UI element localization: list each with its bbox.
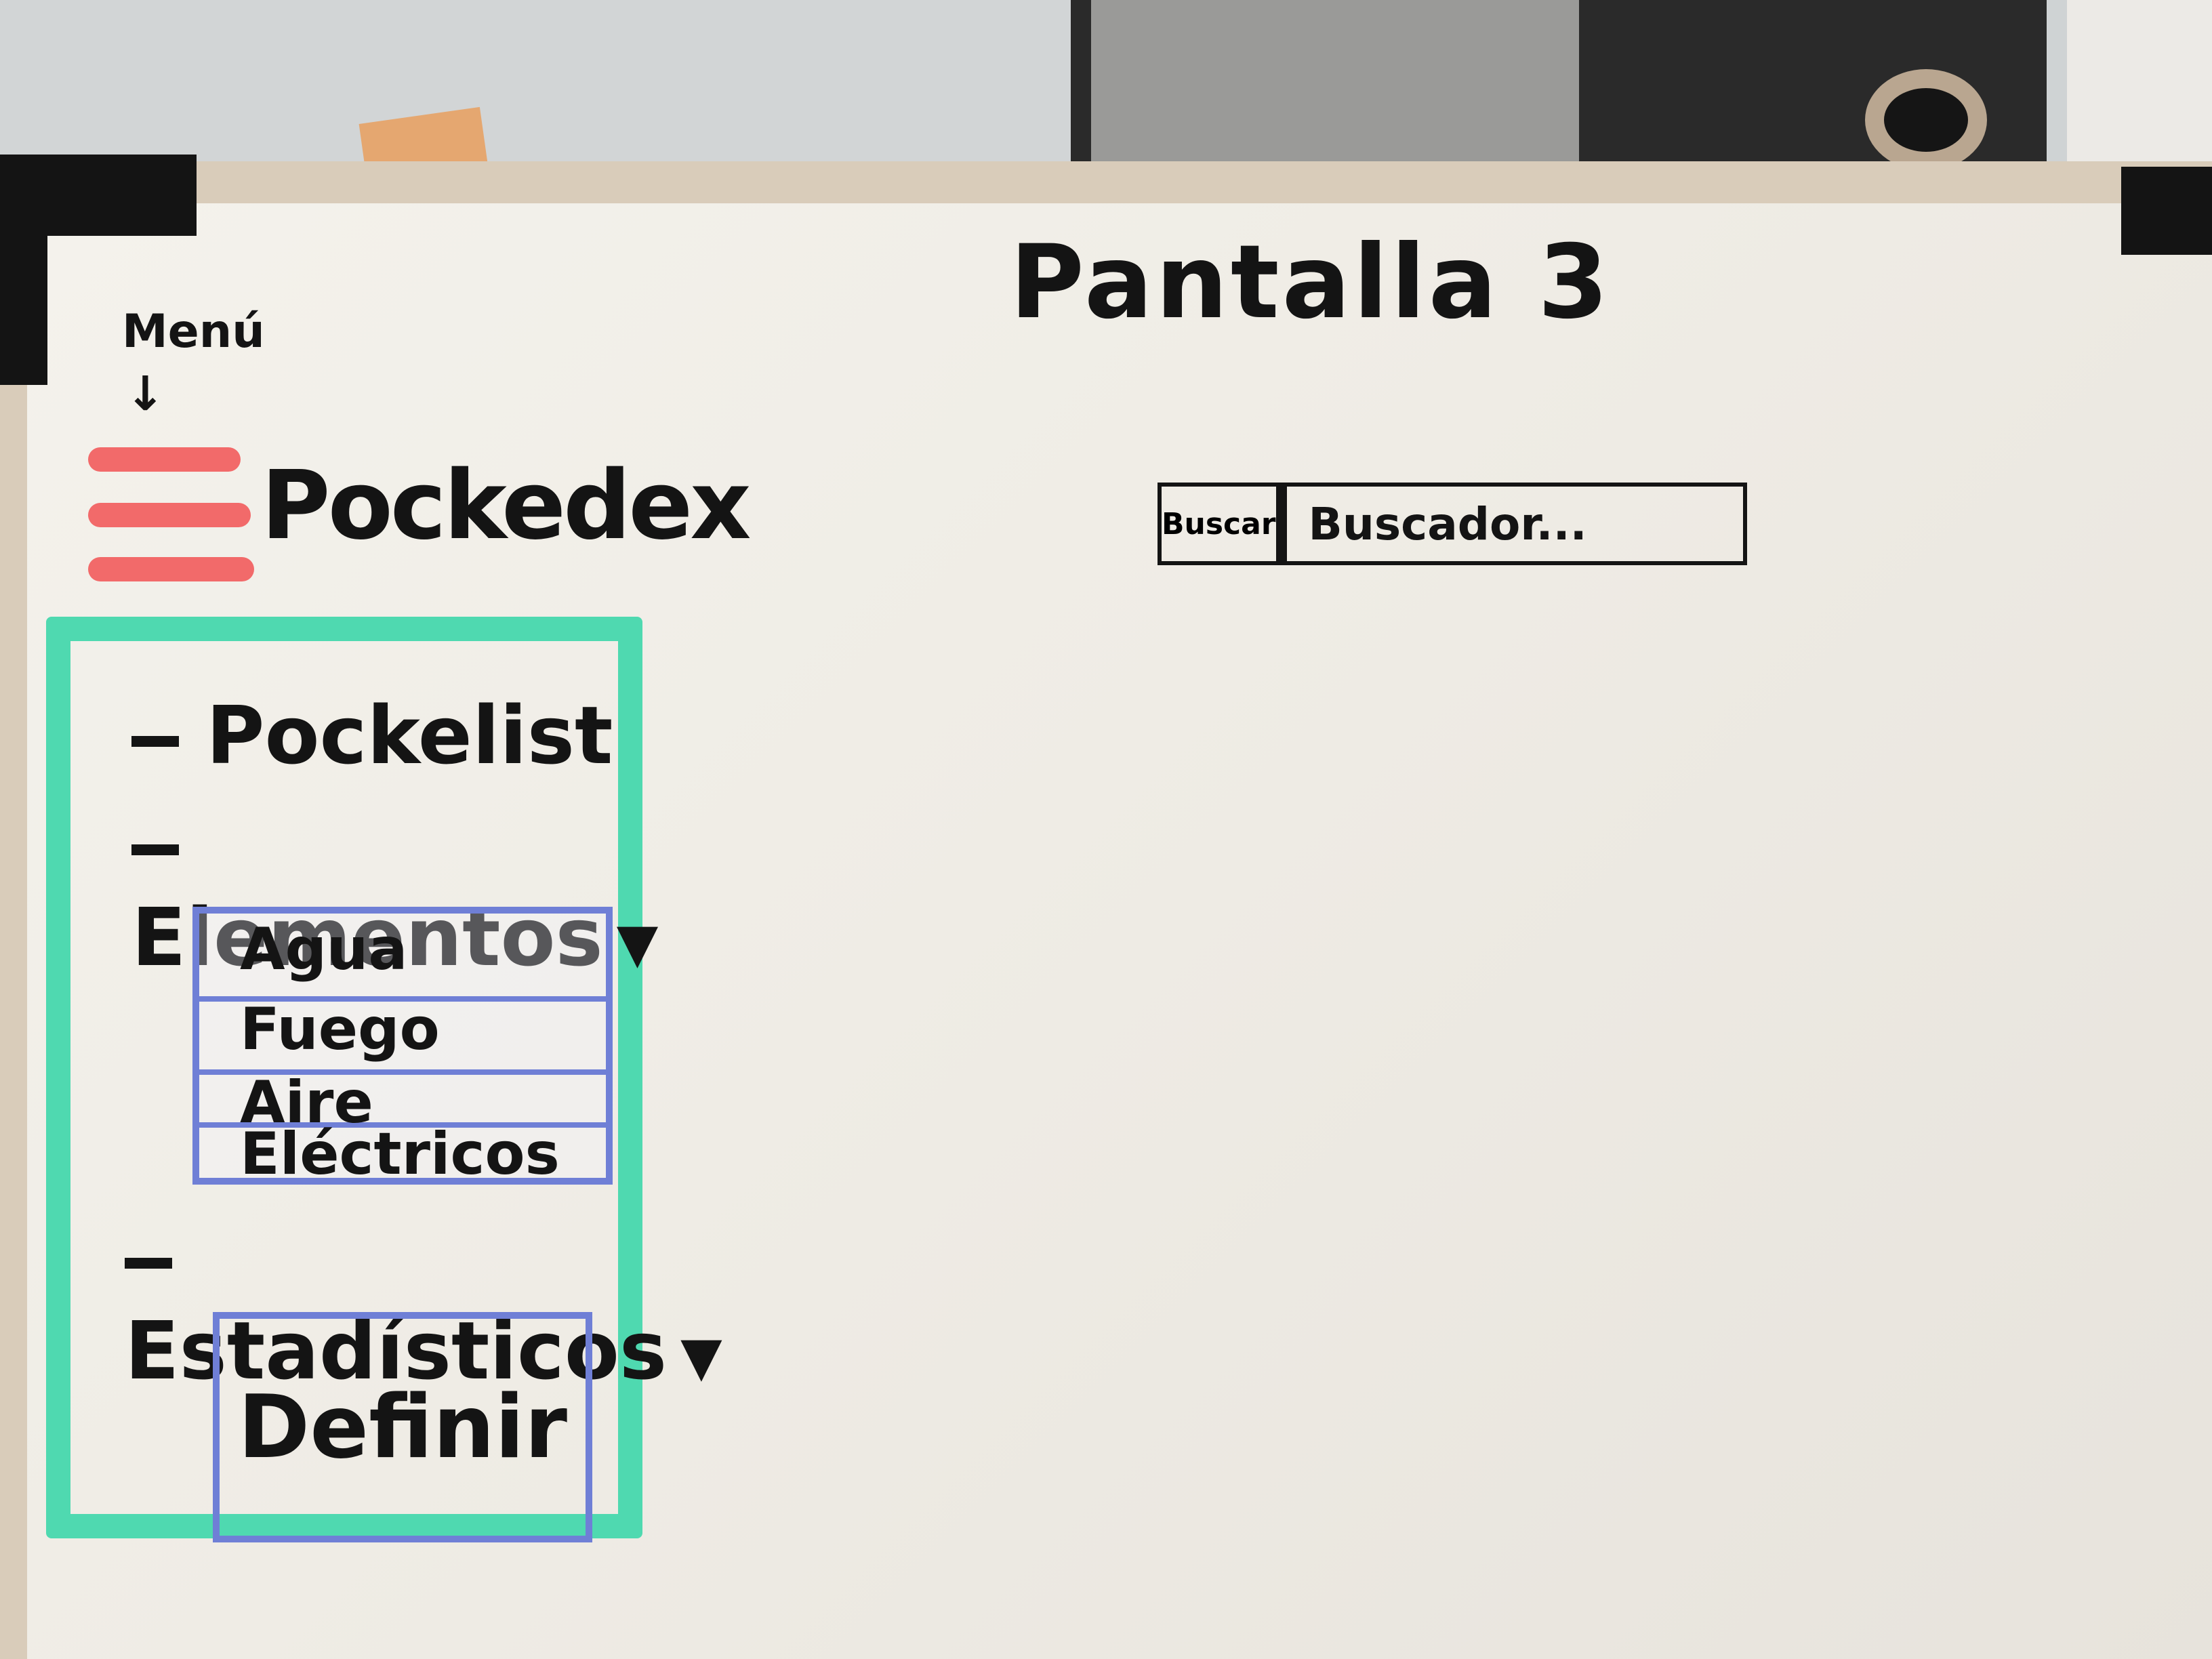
- hamburger-line: [88, 447, 241, 472]
- menu-item-elementos[interactable]: Elementos▼: [131, 797, 658, 984]
- dropdown-option-aire[interactable]: Aire: [199, 1073, 606, 1132]
- hanging-ring: [1865, 69, 1987, 171]
- app-name: Pockedex: [261, 451, 752, 561]
- hamburger-line: [88, 503, 251, 527]
- caret-down-icon[interactable]: ▼: [680, 1325, 722, 1389]
- search-button[interactable]: Buscar: [1162, 487, 1287, 561]
- board-corner-top-right: [2121, 167, 2212, 255]
- search-input[interactable]: [1286, 487, 1936, 561]
- menu-item-label: Pockelist: [206, 689, 613, 782]
- background-shelf: [1091, 0, 1579, 163]
- hamburger-icon[interactable]: [88, 447, 258, 583]
- bullet-dash: [131, 844, 179, 855]
- elementos-dropdown-list: Agua Fuego Aire Eléctricos: [192, 907, 613, 1185]
- background-other-board: [2067, 0, 2212, 169]
- caret-down-icon[interactable]: ▼: [616, 912, 659, 975]
- search-bar: Buscar: [1158, 483, 1936, 565]
- menu-item-label: Elementos: [131, 890, 603, 984]
- screen-title: Pantalla 3: [1010, 224, 1612, 342]
- whiteboard: [27, 203, 2212, 1659]
- dropdown-option-fuego[interactable]: Fuego: [199, 1000, 606, 1075]
- dropdown-option-electricos[interactable]: Eléctricos: [240, 1120, 560, 1188]
- board-corner-top-left-side: [0, 155, 47, 385]
- hamburger-line: [88, 557, 254, 581]
- bullet-dash: [125, 1257, 172, 1269]
- menu-annotation: Menú: [122, 305, 265, 359]
- define-button[interactable]: Definir: [213, 1312, 592, 1542]
- side-menu-panel: Pockelist Elementos▼ Agua Fuego Aire Elé…: [46, 617, 722, 1542]
- bullet-dash: [131, 735, 179, 747]
- dropdown-option-agua[interactable]: Agua: [199, 920, 606, 1002]
- menu-item-pockelist[interactable]: Pockelist: [131, 689, 613, 782]
- menu-annotation-arrow-icon: ↓: [125, 366, 165, 422]
- background-wall: [0, 0, 1071, 163]
